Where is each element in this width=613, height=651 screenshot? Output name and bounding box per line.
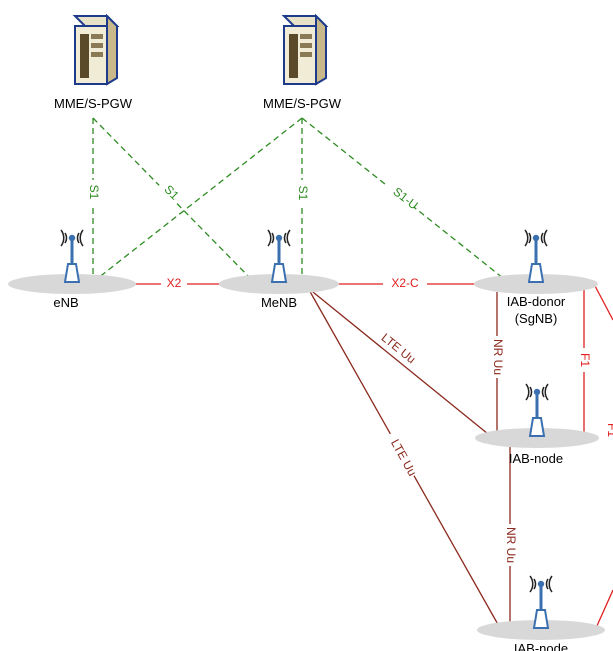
- f1-link: [593, 283, 613, 321]
- node-disc: [219, 274, 339, 294]
- link-label-nr-uu: NR Uu: [491, 339, 505, 375]
- node-iab-donor: IAB-donor (SgNB): [474, 228, 598, 326]
- link-label-f1: F1: [578, 353, 592, 367]
- node-label: IAB-donor: [507, 294, 566, 309]
- node-label: eNB: [53, 295, 78, 310]
- link-label-s1: S1: [87, 185, 101, 200]
- lte-uu-link: [307, 287, 494, 439]
- s1-link: [92, 117, 303, 283]
- node-menb: MeNB: [219, 228, 339, 310]
- server-label: MME/S-PGW: [54, 96, 133, 111]
- server-mme1: MME/S-PGW: [54, 15, 133, 111]
- f1-link: [595, 589, 613, 629]
- node-disc: [474, 274, 598, 294]
- node-disc: [477, 620, 605, 640]
- node-enb: eNB: [8, 228, 136, 310]
- server-icon: [74, 15, 118, 85]
- node-disc: [8, 274, 136, 294]
- link-label-nr-uu: NR Uu: [504, 527, 518, 563]
- link-label-s1: S1: [296, 186, 310, 201]
- node-label: MeNB: [261, 295, 297, 310]
- node-label: IAB-node: [514, 641, 568, 651]
- node-sublabel: (SgNB): [515, 311, 558, 326]
- node-iab-node-1: IAB-node: [475, 382, 599, 466]
- node-disc: [475, 428, 599, 448]
- link-label-x2-c: X2-C: [391, 276, 419, 290]
- link-label-x2: X2: [167, 276, 182, 290]
- server-label: MME/S-PGW: [263, 96, 342, 111]
- link-label-f1: F1: [605, 423, 613, 437]
- server-mme2: MME/S-PGW: [263, 15, 342, 111]
- node-iab-node-2: IAB-node: [477, 574, 605, 651]
- server-icon: [283, 15, 327, 85]
- node-label: IAB-node: [509, 451, 563, 466]
